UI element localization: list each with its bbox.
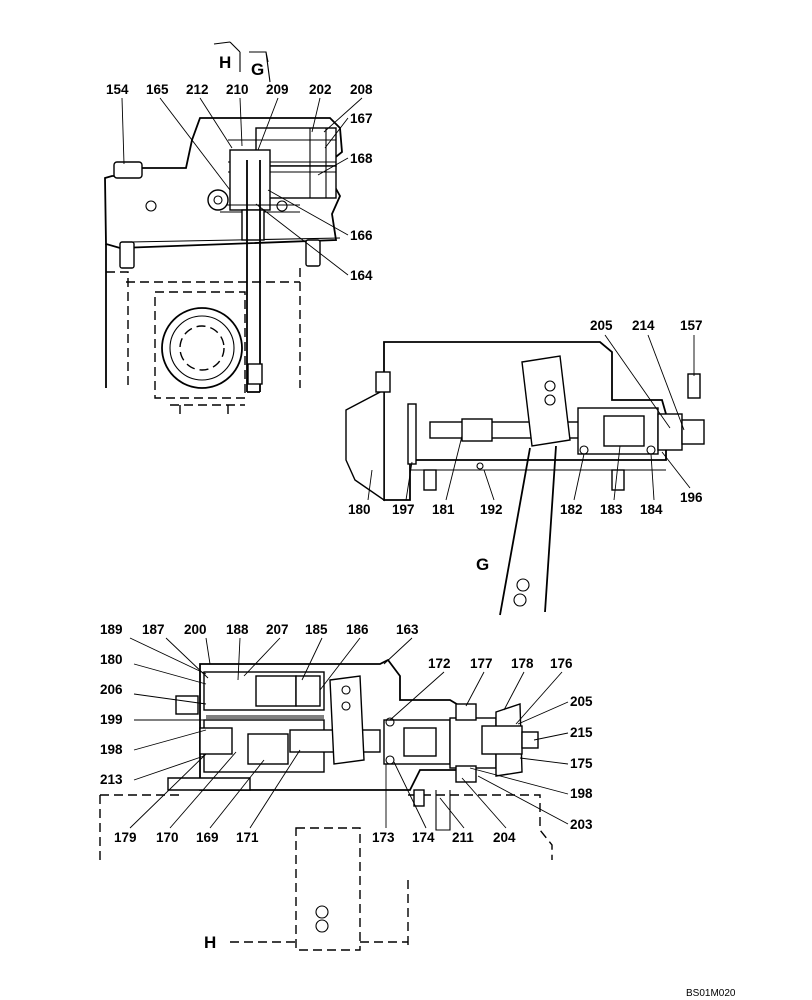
label-200: 200 xyxy=(184,622,207,637)
label-164: 164 xyxy=(350,268,373,283)
label-168: 168 xyxy=(350,151,373,166)
label-178: 178 xyxy=(511,656,534,671)
label-180: 180 xyxy=(348,502,371,517)
label-181: 181 xyxy=(432,502,455,517)
label-177: 177 xyxy=(470,656,493,671)
label-169: 169 xyxy=(196,830,219,845)
label-186: 186 xyxy=(346,622,369,637)
section-mark-g: G xyxy=(251,60,264,79)
view-label-g: G xyxy=(476,555,489,574)
view-h-labels: 189 187 200 188 207 185 186 163 180 206 … xyxy=(100,622,593,952)
label-202: 202 xyxy=(309,82,332,97)
label-215: 215 xyxy=(570,725,593,740)
label-192: 192 xyxy=(480,502,503,517)
label-205: 205 xyxy=(590,318,613,333)
top-view-drawing xyxy=(104,41,343,418)
label-197: 197 xyxy=(392,502,415,517)
label-198b: 198 xyxy=(570,786,593,801)
label-187: 187 xyxy=(142,622,165,637)
label-199: 199 xyxy=(100,712,123,727)
label-209: 209 xyxy=(266,82,289,97)
label-179: 179 xyxy=(114,830,137,845)
label-208: 208 xyxy=(350,82,373,97)
section-mark-h: H xyxy=(219,53,231,72)
label-180b: 180 xyxy=(100,652,123,667)
label-184: 184 xyxy=(640,502,663,517)
label-166: 166 xyxy=(350,228,373,243)
label-212: 212 xyxy=(186,82,209,97)
label-183: 183 xyxy=(600,502,623,517)
label-154: 154 xyxy=(106,82,129,97)
label-176: 176 xyxy=(550,656,573,671)
label-172: 172 xyxy=(428,656,451,671)
label-170: 170 xyxy=(156,830,179,845)
label-173: 173 xyxy=(372,830,395,845)
view-h-drawing xyxy=(99,658,553,951)
label-206: 206 xyxy=(100,682,123,697)
label-211: 211 xyxy=(452,830,474,845)
label-171: 171 xyxy=(236,830,259,845)
label-210: 210 xyxy=(226,82,249,97)
label-203: 203 xyxy=(570,817,593,832)
top-view-labels: H G 154 165 212 210 209 202 208 167 168 … xyxy=(106,53,373,283)
label-188: 188 xyxy=(226,622,249,637)
view-label-h: H xyxy=(204,933,216,952)
label-214: 214 xyxy=(632,318,655,333)
view-g-drawing xyxy=(345,341,705,616)
label-207: 207 xyxy=(266,622,289,637)
label-182: 182 xyxy=(560,502,583,517)
label-163: 163 xyxy=(396,622,419,637)
section-marker-h-arrow xyxy=(213,41,241,72)
label-205b: 205 xyxy=(570,694,593,709)
label-165: 165 xyxy=(146,82,169,97)
label-157: 157 xyxy=(680,318,703,333)
label-196: 196 xyxy=(680,490,703,505)
section-marker-g-arrow xyxy=(249,51,271,83)
view-g-labels: 205 214 157 180 197 181 192 182 183 184 … xyxy=(348,318,703,574)
label-167: 167 xyxy=(350,111,373,126)
label-198: 198 xyxy=(100,742,123,757)
drawing-code: BS01M020 xyxy=(686,988,736,999)
label-204: 204 xyxy=(493,830,516,845)
label-213: 213 xyxy=(100,772,123,787)
label-175: 175 xyxy=(570,756,593,771)
label-189: 189 xyxy=(100,622,123,637)
label-174: 174 xyxy=(412,830,435,845)
label-185: 185 xyxy=(305,622,328,637)
